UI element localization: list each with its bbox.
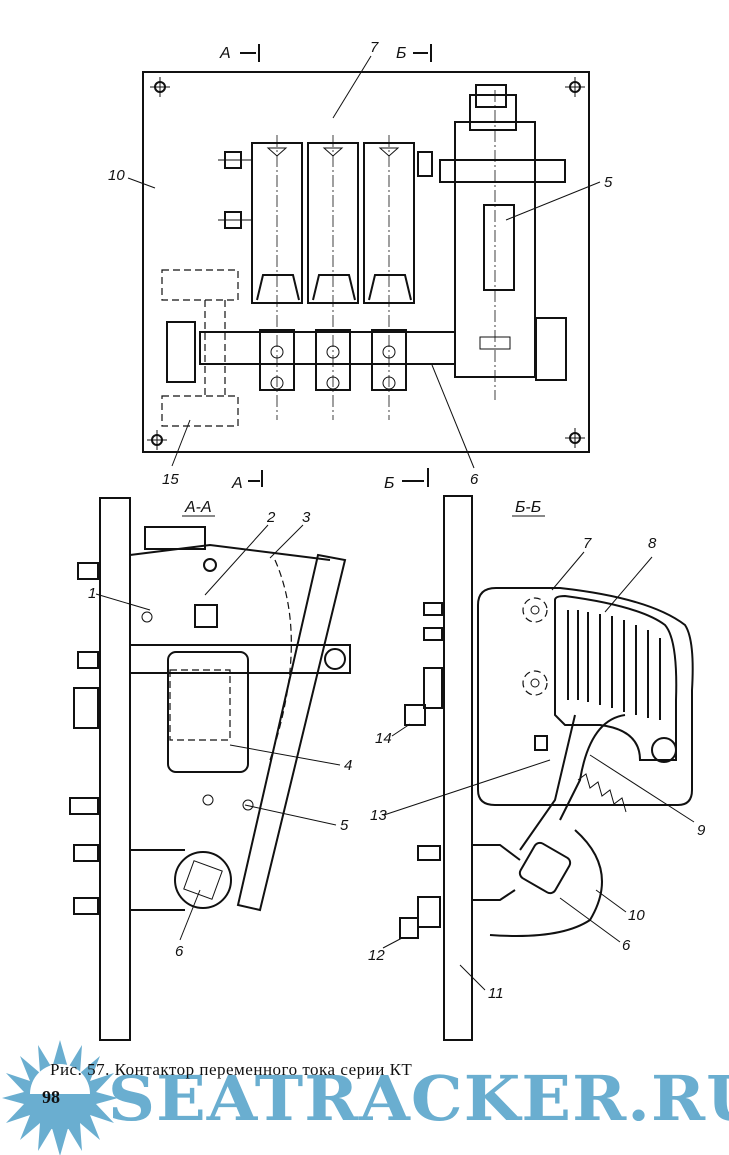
corner-screw-icon [150,77,170,97]
callout-9-bb: 9 [589,754,706,839]
shaft-end-bearing [166,321,196,383]
callout-14-bb: 14 [375,723,411,747]
crossbar [129,644,351,674]
callout-4-aa: 4 [229,744,352,774]
svg-text:Б: Б [396,45,406,62]
callout-12-bb: 12 [368,937,403,964]
svg-text:10: 10 [108,167,125,184]
callout-2-aa: 2 [204,509,276,596]
callout-5-top: 5 [505,174,613,221]
svg-text:3: 3 [302,509,311,526]
callout-10-top: 10 [108,167,156,189]
panel-board [443,495,473,1041]
callout-7-bb: 7 [551,535,592,591]
terminal-bolt [218,211,252,229]
svg-text:Б-Б: Б-Б [515,499,541,516]
callout-11-bb: 11 [459,964,504,1002]
coil [167,651,249,773]
arc-chute-3 [363,135,415,420]
arc-chute-1 [251,135,303,420]
housing-screw [651,737,677,763]
svg-text:5: 5 [340,817,349,834]
section-bb-view: Б-Б [399,495,694,1041]
svg-text:8: 8 [648,535,657,552]
contact-block-3 [368,274,412,391]
callout-3-aa: 3 [269,509,311,559]
watermark-text: SEATRACKER.RU [108,1062,729,1135]
section-marker-a-top: А [219,44,260,62]
svg-text:6: 6 [175,943,184,960]
svg-text:11: 11 [488,985,504,1002]
callout-8-bb: 8 [604,535,657,613]
svg-text:10: 10 [628,907,645,924]
svg-text:А-А: А-А [184,499,212,516]
callout-1-aa: 1 [88,585,151,611]
electromagnet-drive [439,84,567,400]
base-plate [142,71,590,453]
svg-text:12: 12 [368,947,385,964]
section-aa-view: А-А [69,497,351,1041]
section-marker-b-top: Б [396,44,432,62]
terminal-bolt [417,151,433,177]
contact-block-1 [256,274,300,391]
svg-text:1: 1 [88,585,96,602]
figure-caption: Рис. 57. Контактор переменного тока сери… [50,1060,413,1079]
callout-15-top: 15 [162,419,191,488]
svg-text:5: 5 [604,174,613,191]
svg-text:А: А [219,45,231,62]
svg-text:9: 9 [697,822,706,839]
shaft-section [174,851,232,909]
sun-burst-icon [2,1040,118,1155]
svg-text:7: 7 [583,535,592,552]
svg-text:14: 14 [375,730,392,747]
contact-spring [577,773,627,813]
corner-screw-icon [565,77,585,97]
svg-text:13: 13 [370,807,387,824]
arc-chute-2 [307,135,359,420]
callout-6-bb: 6 [559,897,631,954]
svg-text:6: 6 [470,471,479,488]
contact-block-2 [312,274,356,391]
panel-board [99,497,131,1041]
moving-contact [519,714,576,851]
section-marker-b-bottom: Б [384,468,429,492]
callout-7-top: 7 [332,39,379,119]
svg-text:15: 15 [162,471,179,488]
svg-text:2: 2 [266,509,276,526]
shaft [199,331,456,365]
callout-6-aa: 6 [175,889,201,960]
svg-text:4: 4 [344,757,352,774]
svg-text:А: А [231,475,243,492]
arc-chute-housing [477,587,694,806]
corner-screw-icon [147,430,167,450]
section-marker-a-bottom: А [231,470,263,492]
svg-text:7: 7 [370,39,379,56]
panel-bolts [399,602,443,939]
svg-text:Б: Б [384,475,394,492]
callout-13-bb: 13 [370,759,551,824]
svg-text:6: 6 [622,937,631,954]
corner-screw-icon [565,428,585,448]
top-view [142,71,590,453]
callout-6-top: 6 [431,364,479,488]
callout-5-aa: 5 [244,804,349,834]
arc-grid-slots [567,610,661,720]
terminal-bolt [218,151,252,169]
callout-10-bb: 10 [595,889,645,924]
panel-bolts [69,562,99,915]
arc-grid [554,594,678,761]
contact-lever [236,553,347,912]
shaft-section [518,841,572,895]
auxiliary-contacts [161,269,239,427]
page-number: 98 [42,1087,60,1107]
